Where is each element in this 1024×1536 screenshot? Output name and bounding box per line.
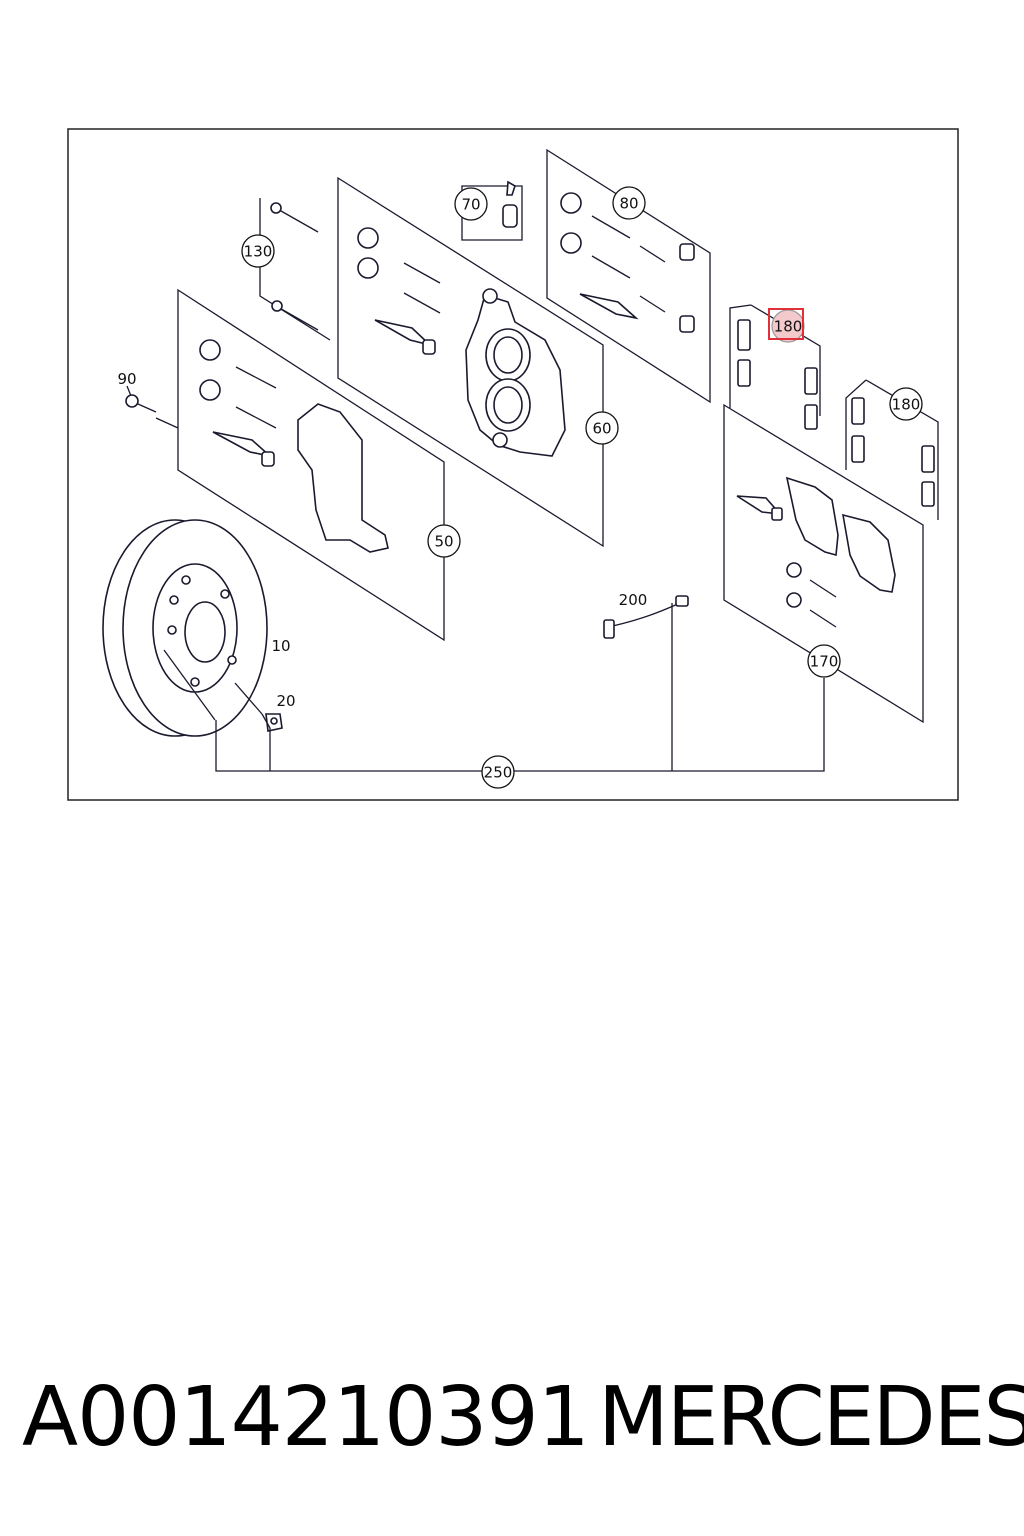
callout-label: 130 [244, 243, 273, 261]
caliper-housing [465, 288, 566, 457]
callout-label: 180 [892, 396, 921, 414]
brake-disc-10 [102, 519, 268, 737]
label-10[interactable]: 10 [271, 637, 290, 655]
part-number: A0014210391 [22, 1370, 590, 1465]
bleeder-group-70 [461, 180, 523, 241]
nut-20 [265, 713, 283, 732]
callout-label: 60 [592, 420, 611, 438]
bolt-90 [125, 385, 179, 429]
callout-label: 180 [774, 318, 803, 336]
callout-label: 50 [434, 533, 453, 551]
kit-lines-250 [215, 603, 825, 772]
label-20[interactable]: 20 [276, 692, 295, 710]
callout-60[interactable]: 60 [585, 411, 619, 445]
brake-parts-diagram: 130 70 80 60 50 180 170 250 180 90 10 20… [67, 128, 959, 801]
clip-icon [851, 397, 935, 507]
clip-group-180-right [845, 379, 939, 520]
callout-label: 80 [619, 195, 638, 213]
bolt-icon [270, 202, 319, 233]
carrier-group-50 [177, 288, 445, 642]
callout-label: 170 [810, 653, 839, 671]
label-90[interactable]: 90 [117, 370, 136, 388]
bolt-icon [271, 300, 319, 331]
footer: A0014210391 MERCEDES [0, 1360, 1024, 1480]
callout-50[interactable]: 50 [427, 524, 461, 558]
bolt-group-130 [259, 198, 331, 341]
callout-130[interactable]: 130 [241, 234, 275, 268]
callout-label: 70 [461, 196, 480, 214]
callout-180-highlighted[interactable]: 180 [768, 308, 805, 343]
clip-icon [737, 319, 818, 430]
highlight-box [768, 308, 804, 340]
callout-180-right[interactable]: 180 [889, 387, 923, 421]
callout-250[interactable]: 250 [481, 755, 515, 789]
label-200[interactable]: 200 [619, 591, 648, 609]
caliper-group-60 [337, 176, 604, 548]
guide-pin-group-80 [546, 148, 711, 404]
callout-170[interactable]: 170 [807, 644, 841, 678]
pad-group-170 [723, 403, 924, 724]
callout-80[interactable]: 80 [612, 186, 646, 220]
diagram-frame [67, 128, 959, 801]
wear-sensor-200 [603, 595, 689, 639]
callout-label: 250 [484, 764, 513, 782]
callout-70[interactable]: 70 [454, 187, 488, 221]
brand-name: MERCEDES [598, 1370, 1024, 1465]
